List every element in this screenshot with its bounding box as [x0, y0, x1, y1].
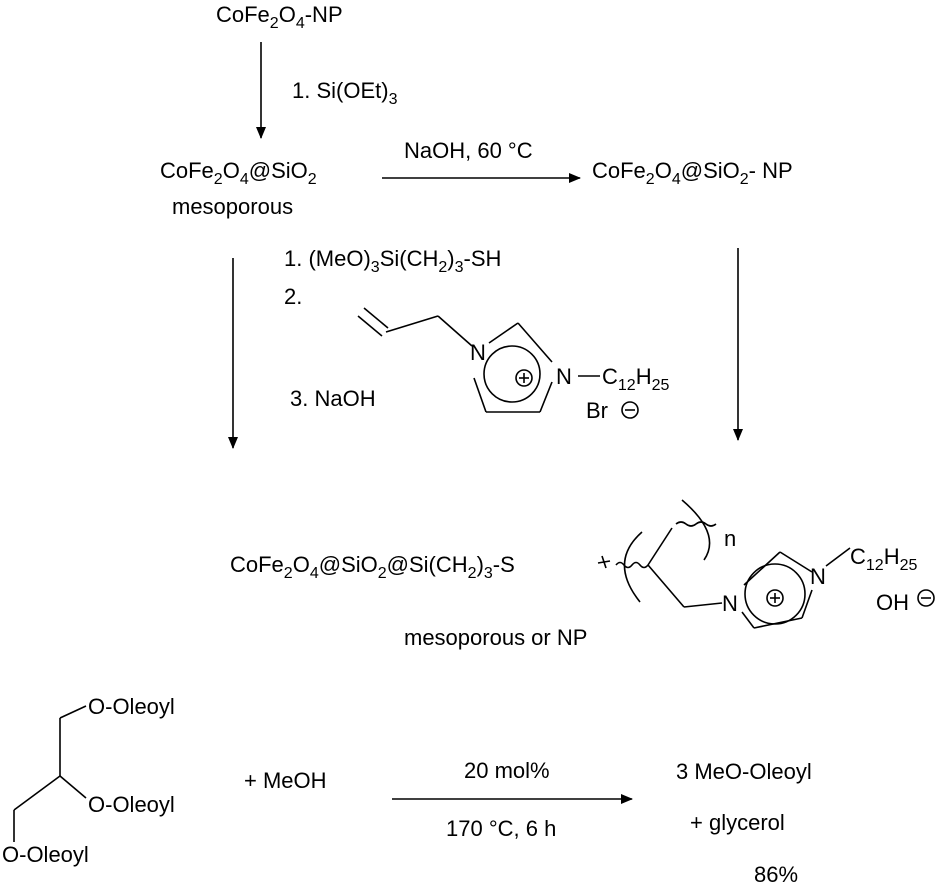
product-anion: OH [876, 590, 909, 615]
naoh-conditions: NaOH, 60 °C [404, 138, 533, 163]
polymer-n: n [724, 526, 736, 551]
allyl-imidazolium-structure [357, 307, 639, 419]
product-methyl-oleate: 3 MeO-Oleoyl [676, 759, 812, 784]
il-alkyl-chain: C12H25 [602, 364, 669, 394]
il-n1: N [470, 340, 486, 365]
catalyst-loading: 20 mol% [464, 758, 550, 783]
product-label: mesoporous or NP [404, 625, 587, 650]
mesoporous-label: mesoporous [172, 194, 293, 219]
yield: 86% [754, 862, 798, 887]
product-n1: N [722, 591, 738, 616]
product-alkyl-chain: C12H25 [850, 544, 917, 574]
reaction-conditions: 170 °C, 6 h [446, 816, 556, 841]
step1-reagent: 1. Si(OEt)3 [292, 78, 398, 108]
il-n2: N [556, 364, 572, 389]
oleoyl-1: O-Oleoyl [88, 694, 175, 719]
il-anion: Br [586, 398, 608, 423]
mesoporous-material: CoFe2O4@SiO2 [160, 158, 317, 188]
reagent-1: 1. (MeO)3Si(CH2)3-SH [284, 246, 501, 276]
product-material: CoFe2O4@SiO2@Si(CH2)3-S [230, 552, 515, 582]
product-glycerol: + glycerol [690, 810, 785, 835]
oleoyl-2: O-Oleoyl [88, 792, 175, 817]
oleoyl-3: O-Oleoyl [2, 842, 89, 867]
polymer-ionic-liquid-structure [597, 499, 935, 629]
product-n2: N [810, 564, 826, 589]
np-material: CoFe2O4@SiO2- NP [592, 158, 793, 188]
reagent-2-label: 2. [284, 284, 302, 309]
start-material: CoFe2O4-NP [216, 2, 343, 32]
triglyceride-structure [13, 705, 87, 842]
plus-methanol: + MeOH [244, 768, 327, 793]
reagent-3: 3. NaOH [290, 386, 376, 411]
